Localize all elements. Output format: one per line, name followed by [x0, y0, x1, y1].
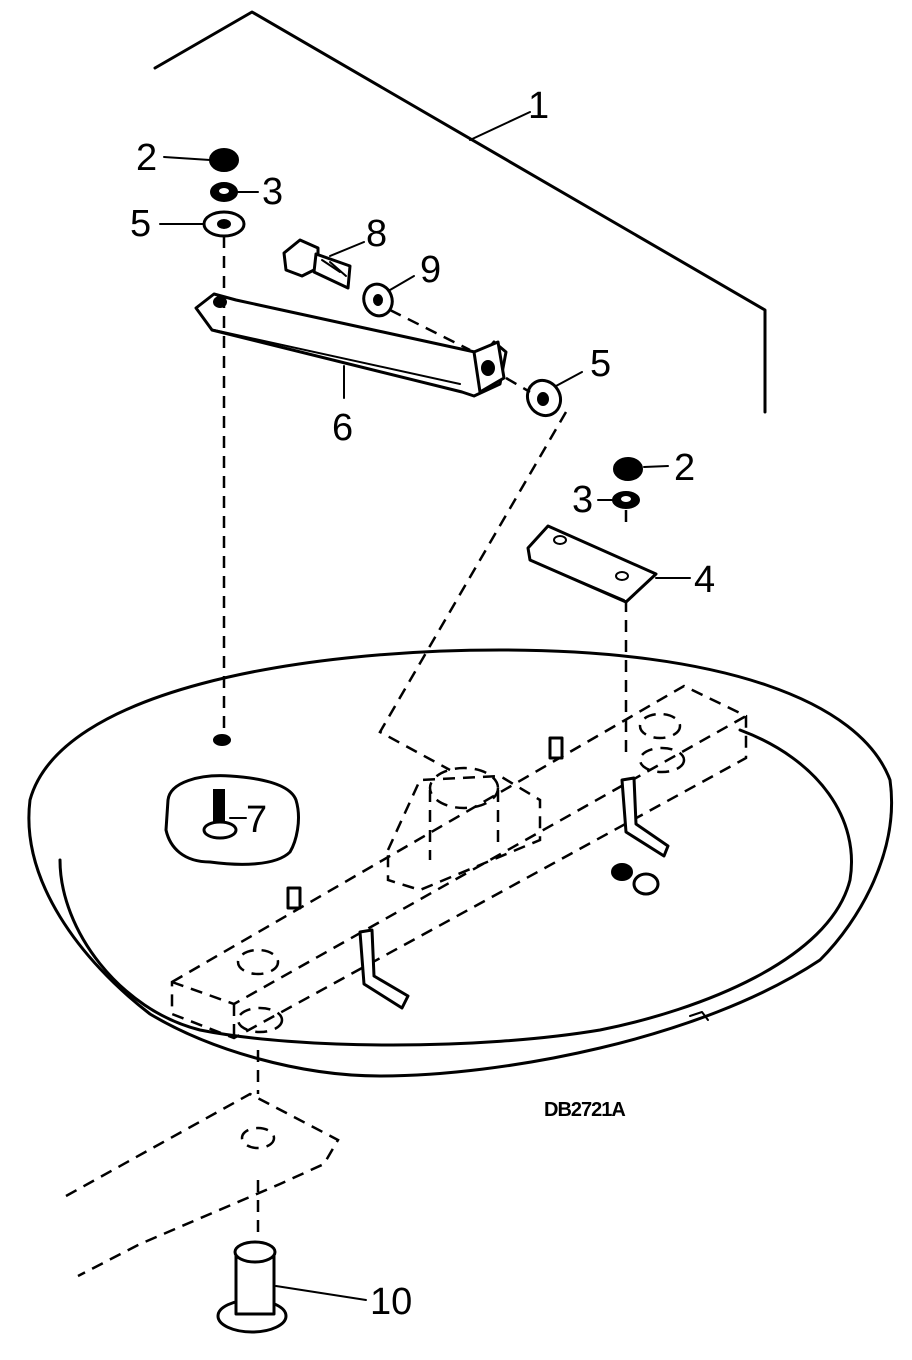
lock-washer-part-3-left	[210, 182, 259, 202]
callout-1: 1	[528, 85, 549, 127]
callout-4: 4	[694, 559, 715, 601]
plate-part-4	[526, 524, 691, 604]
flat-washer-part-5-right	[505, 371, 583, 418]
spindle-beam	[170, 684, 748, 1040]
callout-6: 6	[332, 407, 353, 449]
callout-5-right: 5	[590, 343, 611, 385]
callout-2-left: 2	[136, 137, 157, 179]
callout-3-right: 3	[572, 479, 593, 521]
studs-and-j-bolts	[286, 736, 670, 1010]
callout-8: 8	[366, 213, 387, 255]
deck-outline-part-1	[153, 10, 767, 414]
callout-7: 7	[246, 799, 267, 841]
nut-part-2-right	[613, 457, 669, 481]
washer-part-9	[362, 275, 415, 318]
callout-9: 9	[420, 249, 441, 291]
nut-part-2-left	[163, 148, 239, 172]
callout-3-left: 3	[262, 171, 283, 213]
bolt-part-8	[282, 238, 365, 290]
flat-washer-part-5-left	[159, 210, 246, 238]
blade-and-adapter	[65, 1050, 367, 1334]
drawing-id-code: DB2721A	[544, 1099, 625, 1121]
bracket-part-6	[194, 292, 508, 399]
callout-2-right: 2	[674, 447, 695, 489]
lock-washer-part-3-right	[597, 491, 640, 509]
callout-10: 10	[370, 1281, 412, 1323]
callout-5-left: 5	[130, 203, 151, 245]
center-hub	[386, 766, 542, 892]
mower-deck-pan	[27, 648, 893, 1078]
screw-inset-part-7	[164, 774, 300, 866]
